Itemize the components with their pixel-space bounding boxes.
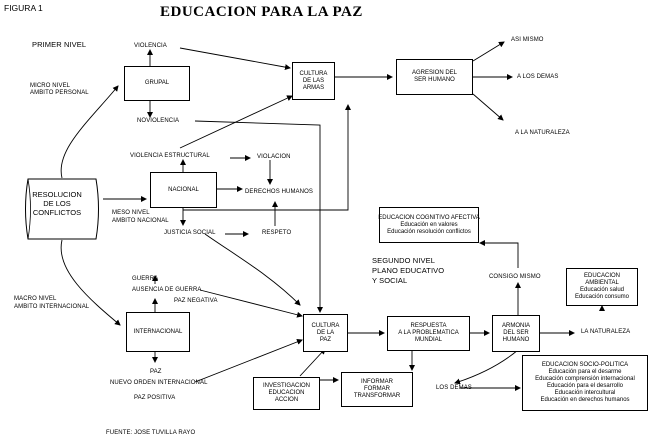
label-segundo-nivel: SEGUNDO NIVEL	[372, 256, 435, 265]
armonia-line-1: ARMONIA	[501, 323, 530, 329]
resolucion-line-3: CONFLICTOS	[32, 208, 82, 217]
cultura-paz-line-1: CULTURA	[311, 322, 340, 329]
box-cultura-paz: CULTURA DE LA PAZ	[303, 314, 348, 352]
resolucion-line-1: RESOLUCION	[32, 190, 82, 199]
respuesta-line-1: RESPUESTA	[410, 323, 447, 329]
edu-ambiental-line-3: Educación salud	[579, 287, 625, 293]
box-agresion: AGRESION DEL SER HUMANO	[396, 59, 473, 95]
edu-sociopolitica-line-1: EDUCACION SOCIO-POLITICA	[541, 362, 629, 368]
label-asi-mismo: ASI MISMO	[511, 37, 544, 43]
box-respuesta: RESPUESTA A LA PROBLEMATICA MUNDIAL	[387, 316, 470, 351]
label-plano-educativo: PLANO EDUCATIVO	[372, 266, 445, 275]
cultura-armas-line-2: DE LAS	[302, 77, 325, 84]
box-informar: INFORMAR FORMAR TRANSFORMAR	[341, 372, 413, 407]
armonia-line-3: HUMANO	[502, 337, 530, 343]
label-justicia-social: JUSTICIA SOCIAL	[164, 230, 216, 236]
edu-cognitivo-line-3: Educación resolución conflictos	[387, 228, 471, 235]
investigacion-line-1: INVESTIGACION	[262, 383, 310, 389]
edu-ambiental-line-4: Educación consumo	[574, 294, 630, 300]
source-note: FUENTE: JOSE TUVILLA RAYO	[106, 430, 196, 436]
box-internacional: INTERNACIONAL	[126, 312, 190, 352]
label-consigo-mismo: CONSIGO MISMO	[489, 274, 541, 280]
informar-line-1: INFORMAR	[361, 379, 393, 385]
label-los-demas: LOS DEMAS	[436, 385, 472, 391]
cultura-paz-line-2: DE LA	[316, 329, 335, 336]
box-grupal-text: GRUPAL	[144, 80, 170, 86]
figure-label: FIGURA 1	[4, 3, 43, 13]
edu-sociopolitica-line-3: Educación comprensión internacional	[535, 376, 635, 382]
respuesta-line-2: A LA PROBLEMATICA	[398, 330, 459, 336]
box-nacional: NACIONAL	[150, 172, 217, 208]
label-primer-nivel: PRIMER NIVEL	[32, 40, 87, 49]
page-title: EDUCACION PARA LA PAZ	[160, 4, 363, 20]
label-ausencia-guerra: AUSENCIA DE GUERRA	[132, 287, 202, 293]
label-meso-nivel: MESO NIVEL	[112, 210, 150, 216]
investigacion-line-3: ACCION	[274, 397, 299, 403]
label-violacion: VIOLACION	[257, 154, 291, 160]
box-edu-ambiental: EDUCACION AMBIENTAL Educación salud Educ…	[566, 268, 638, 306]
resolucion-line-2: DE LOS	[43, 199, 71, 208]
label-violencia-estructural: VIOLENCIA ESTRUCTURAL	[130, 153, 210, 159]
label-paz-positiva: PAZ POSITIVA	[134, 395, 176, 401]
label-ambito-internacional: AMBITO INTERNACIONAL	[14, 304, 90, 310]
label-violencia: VIOLENCIA	[134, 43, 167, 49]
label-nuevo-orden: NUEVO ORDEN INTERNACIONAL	[110, 380, 208, 386]
resolucion-scroll-shape	[25, 178, 99, 240]
label-macro-nivel: MACRO NIVEL	[14, 296, 57, 302]
box-edu-cognitivo: EDUCACION COGNITIVO AFECTIVA Educación e…	[378, 207, 480, 243]
label-paz-negativa: PAZ NEGATIVA	[174, 298, 218, 304]
label-respeto: RESPETO	[262, 230, 292, 236]
edu-cognitivo-line-1: EDUCACION COGNITIVO AFECTIVA	[378, 214, 480, 221]
edu-sociopolitica-line-2: Educación para el desarme	[548, 369, 622, 375]
cultura-paz-line-3: PAZ	[319, 336, 332, 343]
cultura-armas-line-1: CULTURA	[299, 70, 328, 77]
edu-ambiental-line-1: EDUCACION	[583, 273, 620, 279]
edu-sociopolitica-line-6: Educación en derechos humanos	[540, 397, 630, 403]
box-internacional-text: INTERNACIONAL	[133, 328, 183, 335]
label-noviolencia: NOVIOLENCIA	[137, 118, 180, 124]
agresion-line-2: SER HUMANO	[414, 77, 455, 83]
label-ambito-personal: AMBITO PERSONAL	[30, 90, 89, 96]
label-y-social: Y SOCIAL	[372, 276, 408, 285]
label-derechos-humanos: DERECHOS HUMANOS	[245, 189, 313, 195]
respuesta-line-3: MUNDIAL	[414, 337, 442, 343]
label-ambito-nacional: AMBITO NACIONAL	[112, 218, 169, 224]
label-a-la-naturaleza: A LA NATURALEZA	[515, 130, 570, 136]
edu-sociopolitica-line-5: Educación intercultural	[554, 390, 616, 396]
informar-line-2: FORMAR	[364, 386, 390, 392]
cultura-armas-line-3: ARMAS	[302, 84, 325, 91]
resolucion-conflictos: RESOLUCION DE LOS CONFLICTOS	[22, 190, 92, 217]
label-micro-nivel: MICRO NIVEL	[30, 83, 71, 89]
box-grupal: GRUPAL	[124, 66, 190, 101]
edu-ambiental-line-2: AMBIENTAL	[585, 280, 619, 286]
box-edu-sociopolitica: EDUCACION SOCIO-POLITICA Educación para …	[522, 355, 648, 411]
label-guerra: GUERRA	[132, 276, 159, 282]
label-paz: PAZ	[150, 369, 162, 375]
label-la-naturaleza: LA NATURALEZA	[581, 329, 631, 335]
agresion-line-1: AGRESION DEL	[411, 70, 457, 76]
edu-sociopolitica-line-4: Educación para el desarrollo	[546, 383, 624, 389]
box-investigacion: INVESTIGACION EDUCACION ACCION	[253, 377, 320, 410]
armonia-line-2: DEL SER	[503, 330, 529, 336]
investigacion-line-2: EDUCACION	[268, 390, 305, 396]
label-a-los-demas: A LOS DEMAS	[517, 74, 559, 80]
box-cultura-armas: CULTURA DE LAS ARMAS	[292, 62, 335, 100]
box-armonia: ARMONIA DEL SER HUMANO	[492, 315, 540, 352]
box-nacional-text: NACIONAL	[168, 186, 199, 193]
informar-line-3: TRANSFORMAR	[353, 393, 401, 399]
edu-cognitivo-line-2: Educación en valores	[400, 221, 458, 228]
